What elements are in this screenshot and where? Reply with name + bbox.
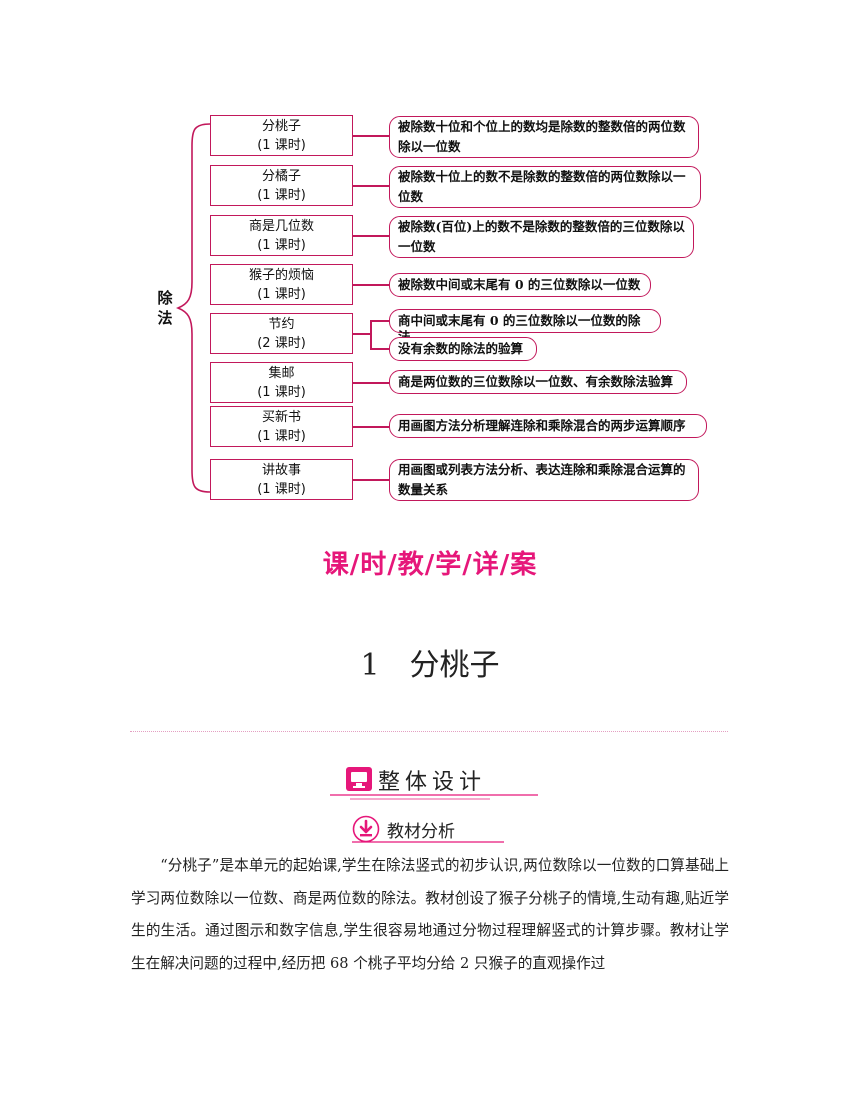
- lesson-title: 讲故事: [261, 462, 301, 478]
- lesson-hours: (1 课时): [257, 428, 306, 444]
- unit-name: 除法: [157, 289, 173, 327]
- lesson-box-6: 集邮 (1 课时): [210, 362, 353, 403]
- connector: [353, 426, 389, 428]
- lesson-title: 集邮: [268, 365, 295, 381]
- connector: [353, 235, 389, 237]
- lesson-box-4: 猴子的烦恼 (1 课时): [210, 264, 353, 305]
- lesson-box-2: 分橘子 (1 课时): [210, 165, 353, 206]
- lesson-hours: (1 课时): [257, 137, 306, 153]
- lesson-hours: (1 课时): [257, 286, 306, 302]
- divider: [130, 731, 728, 732]
- monitor-icon: [346, 767, 372, 791]
- lesson-title: 分桃子: [261, 118, 301, 134]
- lesson-desc: 被除数中间或末尾有 0 的三位数除以一位数: [389, 273, 651, 297]
- connector: [353, 284, 389, 286]
- analysis-paragraph: “分桃子”是本单元的起始课,学生在除法竖式的初步认识,两位数除以一位数的口算基础…: [131, 857, 729, 972]
- subsection-underline: [352, 841, 504, 843]
- connector: [353, 333, 370, 335]
- connector: [353, 479, 389, 481]
- unit-brace: [176, 123, 211, 493]
- lesson-desc: 商是两位数的三位数除以一位数、有余数除法验算: [389, 370, 687, 394]
- lesson-box-7: 买新书 (1 课时): [210, 406, 353, 447]
- lesson-desc: 被除数十位和个位上的数均是除数的整数倍的两位数除以一位数: [389, 116, 699, 158]
- lesson-desc: 用画图方法分析理解连除和乘除混合的两步运算顺序: [389, 414, 707, 438]
- lesson-desc: 商中间或末尾有 0 的三位数除以一位数的除法: [389, 309, 661, 344]
- lesson-title: 买新书: [261, 409, 301, 425]
- connector: [370, 320, 372, 349]
- lesson-desc: 被除数十位上的数不是除数的整数倍的两位数除以一位数: [389, 166, 701, 208]
- lesson-hours: (1 课时): [257, 237, 306, 253]
- section-underline: [330, 794, 538, 800]
- lesson-title: 商是几位数: [248, 218, 314, 234]
- lesson-hours: (1 课时): [257, 187, 306, 203]
- connector: [353, 185, 389, 187]
- lesson-hours: (1 课时): [257, 384, 306, 400]
- download-arrow-icon: [352, 815, 380, 843]
- connector: [353, 135, 389, 137]
- lesson-title: 节约: [268, 316, 295, 332]
- lesson-desc: 用画图或列表方法分析、表达连除和乘除混合运算的数量关系: [389, 459, 699, 501]
- lesson-title: 分橘子: [261, 168, 301, 184]
- lesson-box-5: 节约 (2 课时): [210, 313, 353, 354]
- lesson-title-heading: 1 分桃子: [360, 648, 500, 683]
- lesson-desc: 被除数(百位)上的数不是除数的整数倍的三位数除以一位数: [389, 216, 694, 258]
- lesson-hours: (2 课时): [257, 335, 306, 351]
- connector: [370, 320, 390, 322]
- lesson-box-3: 商是几位数 (1 课时): [210, 215, 353, 256]
- lesson-desc: 没有余数的除法的验算: [389, 337, 537, 361]
- lesson-box-1: 分桃子 (1 课时): [210, 115, 353, 156]
- lesson-box-8: 讲故事 (1 课时): [210, 459, 353, 500]
- subsection-title: 教材分析: [387, 822, 455, 842]
- banner-heading: 课/时/教/学/详/案: [322, 550, 538, 580]
- lesson-hours: (1 课时): [257, 481, 306, 497]
- section-title: 整体设计: [378, 770, 487, 795]
- connector: [370, 348, 390, 350]
- connector: [353, 382, 389, 384]
- lesson-title: 猴子的烦恼: [248, 267, 314, 283]
